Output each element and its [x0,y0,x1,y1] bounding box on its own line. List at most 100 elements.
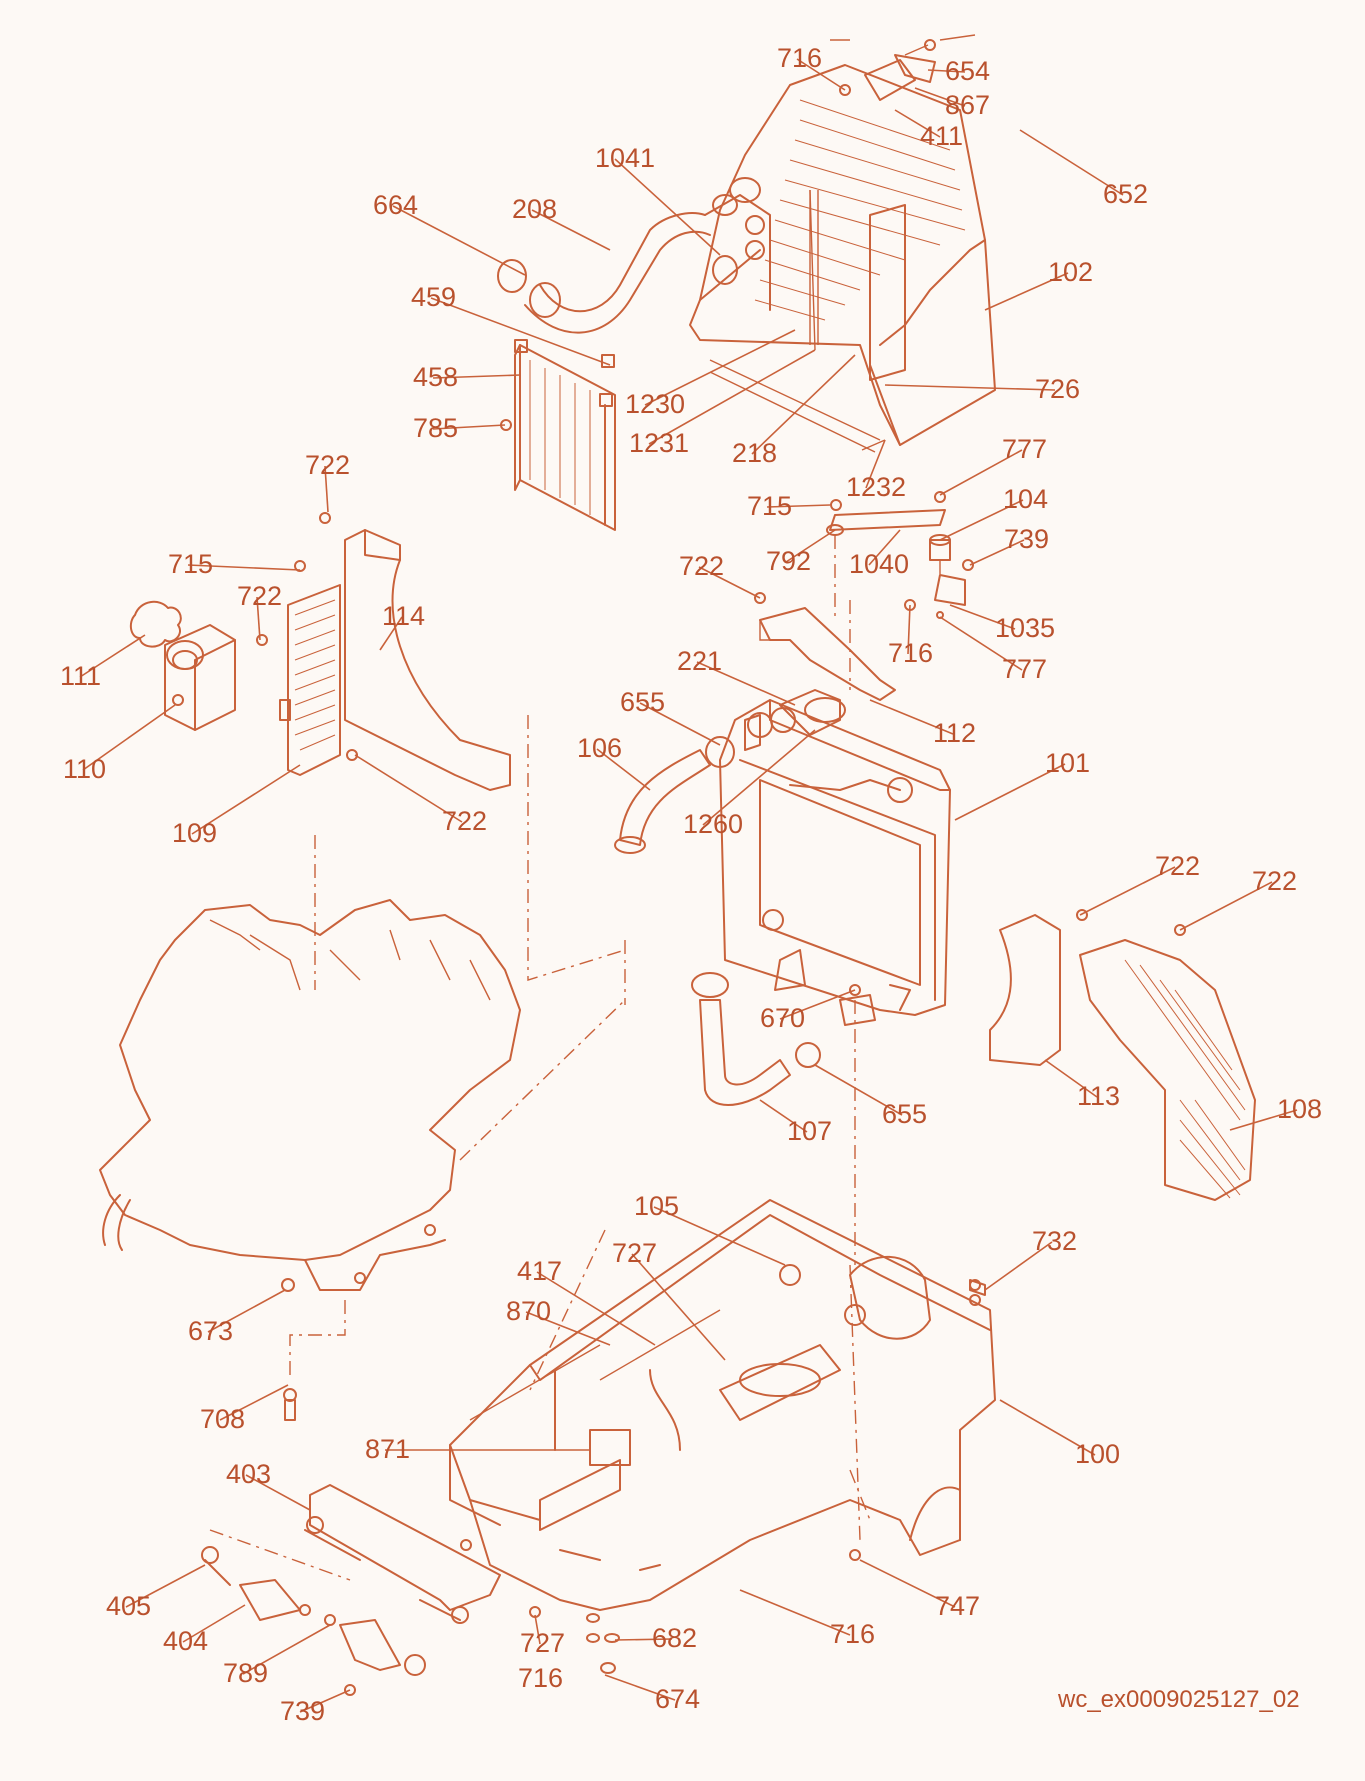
hinge-789 [324,1614,426,1696]
callout-c112: 112 [933,718,976,748]
lower-hose-107 [691,972,821,1106]
callout-c722d: 722 [442,806,487,836]
leader-line-c716a [796,58,846,91]
leader-line-c458 [432,374,521,379]
callout-c104: 104 [1003,484,1048,514]
callout-c777a: 777 [1002,434,1047,464]
callout-c655a: 655 [620,687,665,717]
callout-c106: 106 [577,733,622,763]
callout-c108: 108 [1277,1094,1322,1124]
callout-c404: 404 [163,1626,208,1656]
callout-c403: 403 [226,1459,271,1489]
callout-c670: 670 [760,1003,805,1033]
leader-line-c405 [125,1564,206,1608]
callout-c727b: 727 [520,1628,565,1658]
reference-code: wc_ex0009025127_02 [1057,1686,1300,1713]
callout-c792: 792 [766,546,811,576]
seal-strips [709,189,886,453]
callout-c785: 785 [413,413,458,443]
leader-line-c411 [894,109,941,138]
leader-line-c459 [430,297,611,366]
leader-line-c664 [392,205,526,276]
callout-c722a: 722 [305,450,350,480]
callout-c673: 673 [188,1316,233,1346]
leader-line-c789 [242,1624,331,1675]
callout-c208: 208 [512,194,557,224]
callout-c654: 654 [945,56,990,86]
leader-line-c674 [604,1674,676,1701]
leader-line-c1232 [865,439,886,489]
callout-c726: 726 [1035,374,1080,404]
leader-line-c110 [82,704,176,771]
leader-line-c218 [751,354,856,455]
latch-assembly [830,34,976,101]
tank-cap-111 [129,600,182,648]
leader-line-c715a [766,504,831,508]
leader-line-c727a [631,1253,726,1361]
reserve-tank-110 [164,624,236,731]
callout-c1035: 1035 [995,613,1055,643]
leader-line-c652 [1019,129,1124,196]
leader-line-c654 [927,69,966,73]
oil-cooler-458 [500,339,616,531]
leader-line-c732 [984,1241,1053,1291]
leader-line-c792 [785,529,836,563]
leader-line-c106 [596,748,651,791]
leader-line-c1260 [702,729,816,826]
callout-c747: 747 [935,1591,980,1621]
callout-c100: 100 [1075,1439,1120,1469]
leader-line-c102 [984,272,1069,311]
leader-line-c101 [954,763,1066,821]
callout-c109: 109 [172,818,217,848]
leader-line-c417 [536,1271,656,1346]
callout-c417: 417 [517,1256,562,1286]
leader-line-c208 [531,209,611,251]
callout-c871: 871 [365,1434,410,1464]
frame-100 [449,1199,996,1611]
callout-c652: 652 [1103,179,1148,209]
leader-line-c404 [182,1604,246,1643]
callout-c722e: 722 [1155,851,1200,881]
leader-line-c670 [779,989,856,1020]
callout-c708: 708 [200,1404,245,1434]
callout-c739b: 739 [280,1696,325,1726]
callout-c113: 113 [1077,1081,1120,1111]
leader-line-c727b [534,1614,541,1645]
leader-line-c655b [814,1064,903,1116]
leader-line-c708 [219,1384,289,1421]
callout-c727a: 727 [612,1238,657,1268]
callout-c739a: 739 [1004,524,1049,554]
callout-c716a: 716 [777,43,822,73]
callout-c110: 110 [63,754,106,784]
leader-line-c722b [698,566,761,599]
callout-c664: 664 [373,190,418,220]
leader-line-c673 [207,1289,286,1333]
leader-line-c112 [869,699,954,735]
leader-line-c655a [639,702,721,746]
leader-line-c105 [653,1206,786,1266]
leader-line-c107 [759,1099,808,1133]
hinge-404 [201,1546,311,1621]
nut-washer-stack [586,1549,861,1674]
callout-c682: 682 [652,1623,697,1653]
radiator-101 [719,689,951,1026]
leader-line-c716b [907,604,911,655]
leader-line-c726 [884,384,1056,391]
leader-line-c221 [696,661,796,706]
leader-line-c109 [191,764,301,835]
callout-c716b: 716 [888,638,933,668]
callout-c1231: 1231 [629,428,689,458]
callout-c458: 458 [413,362,458,392]
shroud-half-113 [989,909,1088,1066]
callout-c655b: 655 [882,1099,927,1129]
callout-c777b: 777 [1002,654,1047,684]
bracket-112 [754,592,896,701]
callout-c459: 459 [411,282,456,312]
leader-line-c1041 [614,158,721,256]
leader-line-c785 [432,424,506,430]
callout-c715a: 715 [747,491,792,521]
callout-c1232: 1232 [846,472,906,502]
leader-line-c1231 [648,349,816,445]
